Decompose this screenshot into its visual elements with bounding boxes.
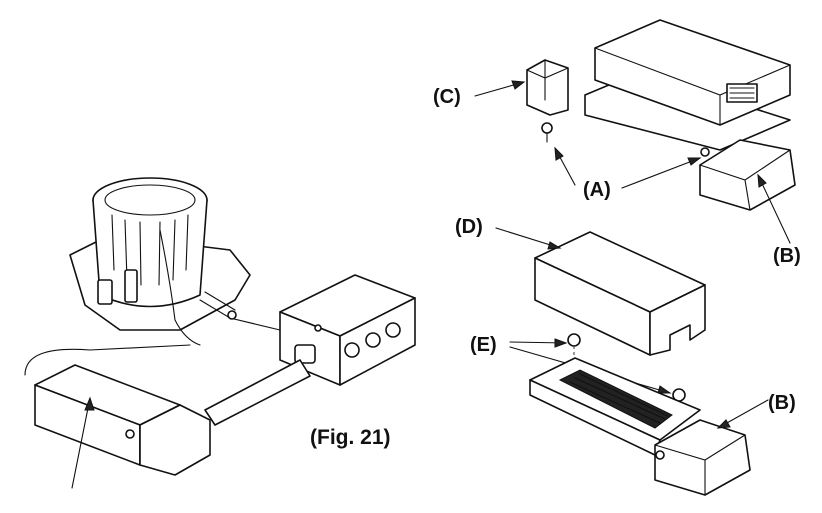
open-driver-tray <box>529 357 751 496</box>
recessed-housing-assembly <box>69 177 281 346</box>
callout-b-bottom-label: (B) <box>768 392 796 414</box>
callout-d: (D) <box>455 216 562 250</box>
junction-box <box>279 274 416 386</box>
callout-a: (A) <box>583 157 702 201</box>
screw-pointer-arrow <box>554 146 576 186</box>
callout-b-top-label: (B) <box>773 245 801 267</box>
bracket-assembly <box>526 19 796 211</box>
callout-b-top: (B) <box>757 173 801 267</box>
cover-d <box>534 231 706 356</box>
callout-d-label: (D) <box>455 216 483 238</box>
callout-b-bottom: (B) <box>716 392 796 429</box>
callout-e-label: (E) <box>470 334 497 356</box>
flex-conduit <box>24 344 311 426</box>
callout-a-label: (A) <box>583 179 611 201</box>
figure-caption: (Fig. 21) <box>310 426 391 449</box>
driver-pointer-arrow <box>71 396 95 489</box>
callout-c: (C) <box>433 80 526 108</box>
callout-c-label: (C) <box>433 86 461 108</box>
remote-driver-box <box>34 364 211 476</box>
